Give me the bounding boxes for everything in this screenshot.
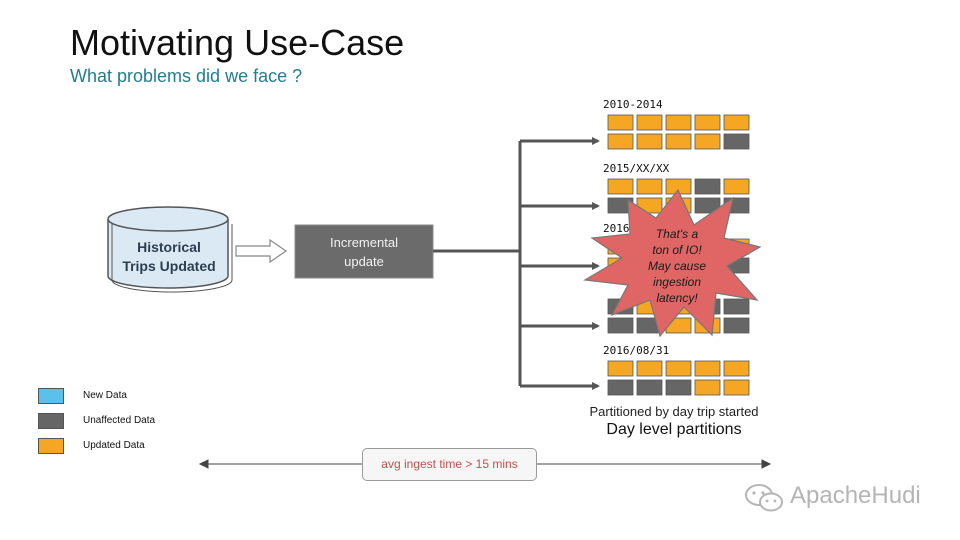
callout-line: May cause — [647, 259, 707, 273]
slide-subtitle: What problems did we face ? — [70, 66, 303, 86]
legend-label: New Data — [83, 390, 127, 401]
partition-block-unaffected — [607, 317, 634, 334]
ingest-time-label: avg ingest time > 15 mins — [362, 448, 537, 481]
callout-line: That's a — [655, 227, 699, 241]
incremental-update-line2: update — [344, 254, 384, 269]
callout-line: latency! — [656, 291, 698, 305]
database-label: Historical Trips Updated — [110, 238, 228, 276]
slide-title: Motivating Use-Case — [70, 22, 405, 63]
partition-block-updated — [636, 178, 663, 195]
partition-block-updated — [723, 360, 750, 377]
partition-block-unaffected — [694, 197, 721, 214]
legend-label: Updated Data — [83, 440, 145, 451]
partition-block-updated — [607, 133, 634, 150]
incremental-update-line1: Incremental — [330, 235, 398, 250]
watermark-text: ApacheHudi — [790, 482, 921, 509]
partition-block-unaffected — [665, 379, 692, 396]
partition-label: 2016/08/31 — [603, 344, 670, 357]
hollow-arrow-icon — [235, 238, 288, 264]
callout-line: ingestion — [652, 275, 702, 289]
partition-block-unaffected — [636, 379, 663, 396]
incremental-update-label: Incremental update — [296, 233, 432, 271]
legend-swatch-unaffected — [38, 413, 64, 429]
partition-label: 2015/XX/XX — [603, 162, 670, 175]
partition-block-updated — [694, 360, 721, 377]
partition-block-updated — [607, 178, 634, 195]
legend-swatch-updated — [38, 438, 64, 454]
partition-label: 2010-2014 — [603, 98, 663, 111]
partition-block-updated — [665, 133, 692, 150]
partition-block-updated — [694, 114, 721, 131]
partition-block-updated — [723, 178, 750, 195]
database-label-line1: Historical — [137, 239, 201, 255]
partition-block-updated — [665, 114, 692, 131]
partition-block-updated — [636, 133, 663, 150]
partition-block-updated — [694, 379, 721, 396]
partition-block-unaffected — [723, 133, 750, 150]
partition-block-updated — [607, 114, 634, 131]
partition-block-updated — [723, 114, 750, 131]
partition-block-updated — [665, 360, 692, 377]
partition-caption: Partitioned by day trip started — [589, 404, 759, 419]
partition-block-updated — [723, 379, 750, 396]
partition-block-unaffected — [723, 298, 750, 315]
partition-block-updated — [636, 360, 663, 377]
partition-label: 2016 — [603, 222, 630, 235]
partition-block-updated — [694, 133, 721, 150]
historical-trips-database — [107, 206, 233, 293]
io-warning-burst — [583, 188, 762, 338]
database-label-line2: Trips Updated — [122, 258, 216, 274]
incremental-update-box — [294, 224, 434, 279]
wechat-icon — [745, 484, 783, 512]
partition-block-unaffected — [723, 317, 750, 334]
io-warning-text: That's a ton of IO! May cause ingestion … — [632, 226, 722, 306]
legend-swatch-new — [38, 388, 64, 404]
partition-block-updated — [636, 114, 663, 131]
partition-caption-heading: Day level partitions — [606, 421, 742, 438]
legend-label: Unaffected Data — [83, 415, 156, 426]
partition-block-unaffected — [607, 379, 634, 396]
callout-line: ton of IO! — [652, 243, 702, 257]
partition-block-unaffected — [694, 178, 721, 195]
fan-out-connectors — [433, 137, 600, 390]
partition-block-updated — [607, 360, 634, 377]
